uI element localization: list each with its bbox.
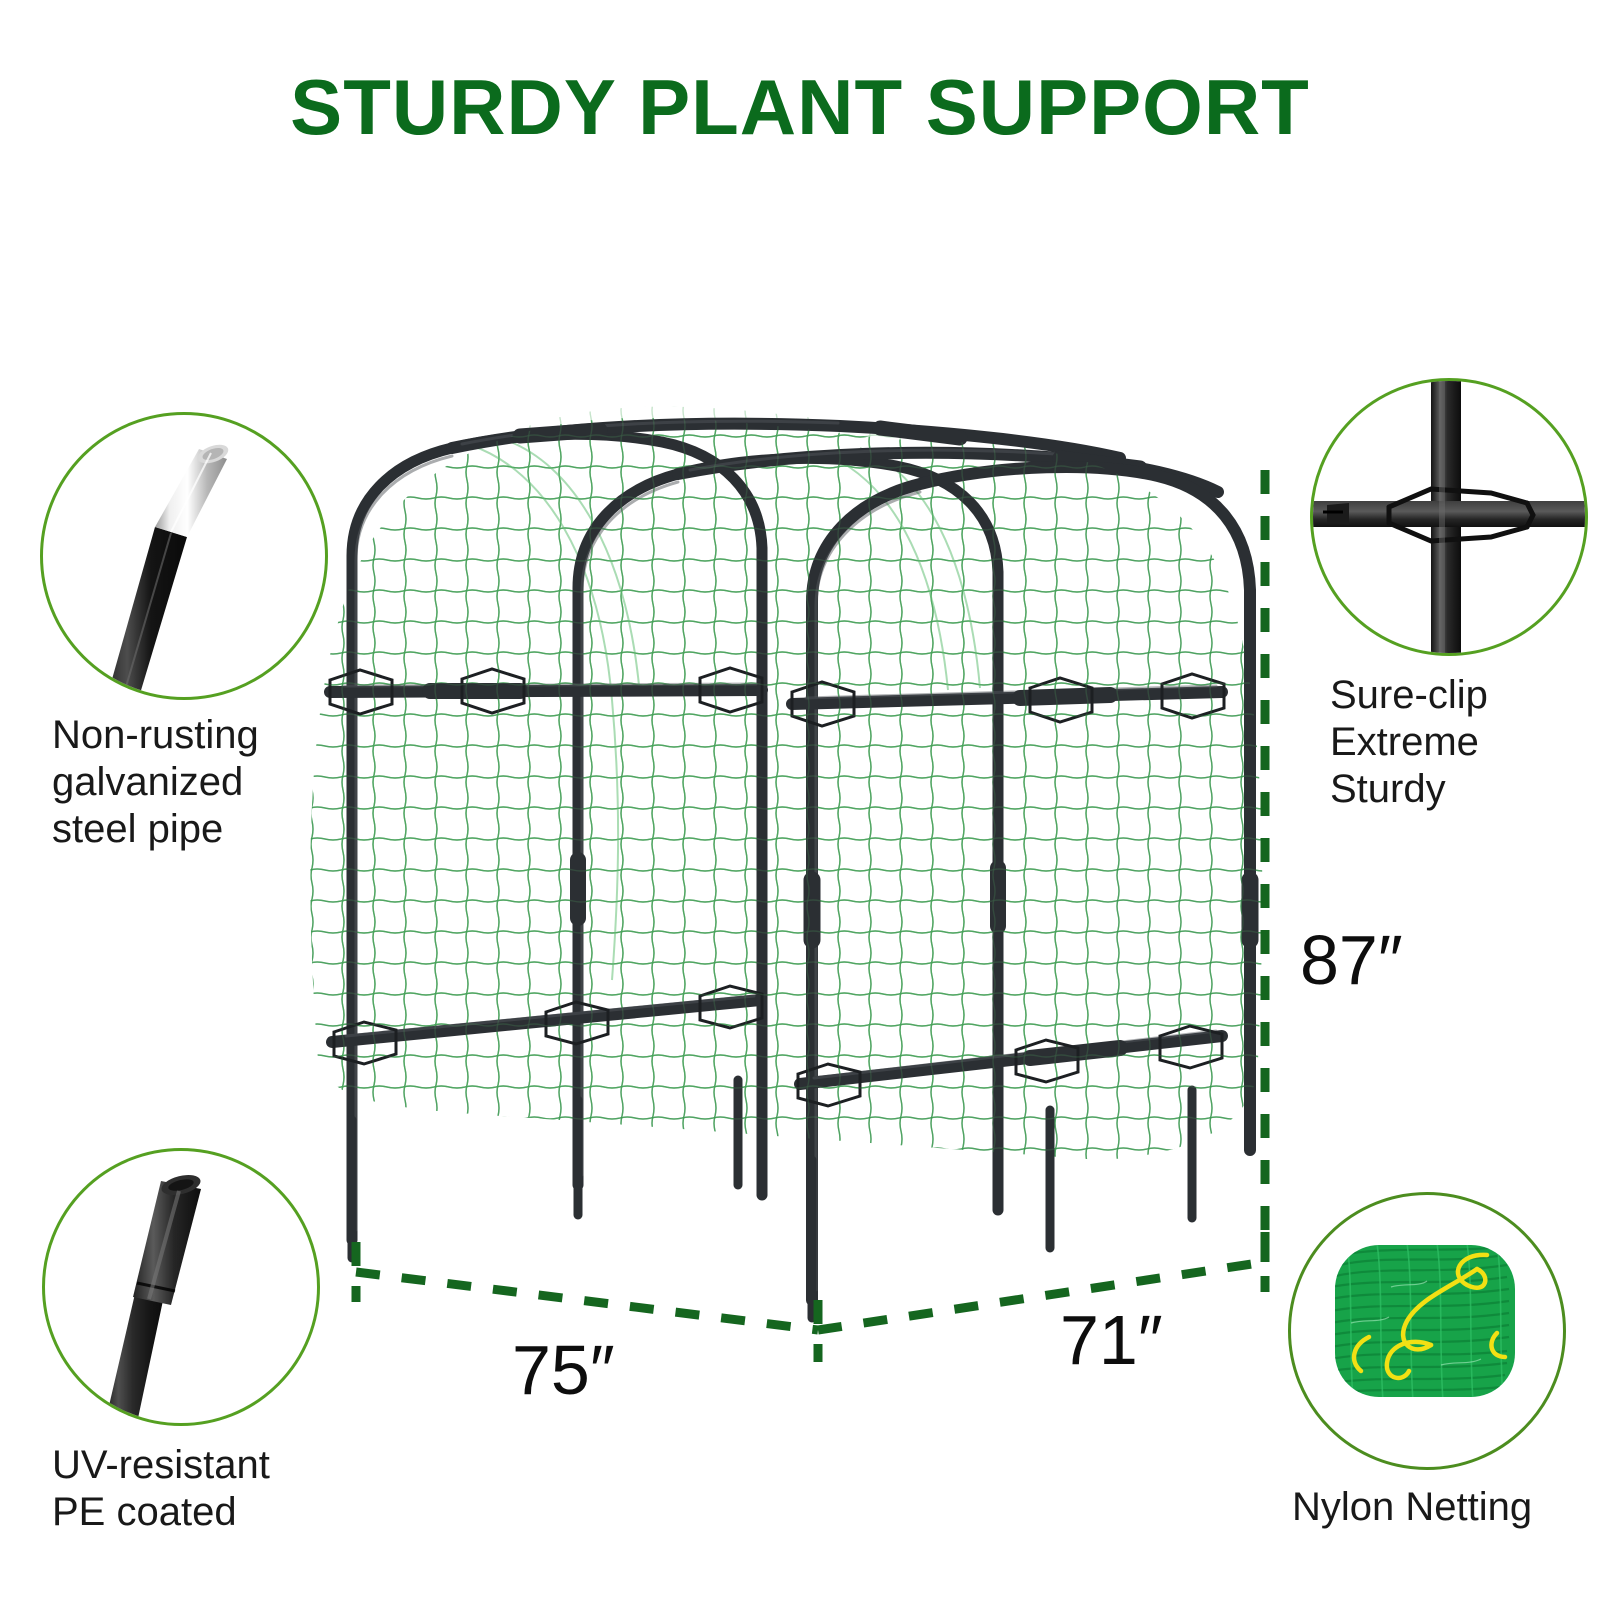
page-title: STURDY PLANT SUPPORT	[290, 63, 1310, 151]
pe-coated-pipe-circle	[42, 1148, 320, 1426]
callout-label-non-rusting: Non-rusting galvanized steel pipe	[52, 712, 352, 854]
callout-line: Sturdy	[1330, 767, 1446, 812]
sure-clip-icon	[1313, 381, 1585, 653]
steel-pipe-icon	[107, 444, 229, 697]
height-dimension-label: 87″	[1300, 921, 1403, 999]
callout-line: Non-rusting	[52, 713, 259, 757]
width-left-dimension-label: 75″	[512, 1331, 615, 1409]
callout-line: Nylon Netting	[1292, 1485, 1533, 1529]
width-right-dimension-label: 71″	[1060, 1301, 1163, 1379]
callout-line: galvanized	[52, 760, 244, 805]
callout-line: UV-resistant	[52, 1443, 270, 1487]
callout-line: Extreme	[1330, 720, 1479, 765]
callout-line: steel pipe	[52, 807, 224, 852]
nylon-netting-icon	[1335, 1245, 1515, 1397]
nylon-net-front-veil	[310, 418, 1263, 1160]
callout-label-nylon-netting: Nylon Netting	[1292, 1484, 1592, 1531]
width-right-dimension-line	[817, 1257, 1266, 1335]
callout-line: PE coated	[52, 1490, 237, 1535]
width-left-dimension-line	[355, 1267, 819, 1335]
dimension-lines	[351, 470, 1270, 1362]
callout-label-uv-resistant: UV-resistant PE coated	[52, 1442, 372, 1536]
pe-coated-pipe-icon	[105, 1175, 201, 1423]
callout-label-sure-clip: Sure-clip Extreme Sturdy	[1330, 672, 1596, 814]
steel-pipe-circle	[40, 412, 328, 700]
sure-clip-circle	[1310, 378, 1588, 656]
callout-line: Sure-clip	[1330, 673, 1488, 717]
nylon-netting-circle	[1288, 1192, 1566, 1470]
